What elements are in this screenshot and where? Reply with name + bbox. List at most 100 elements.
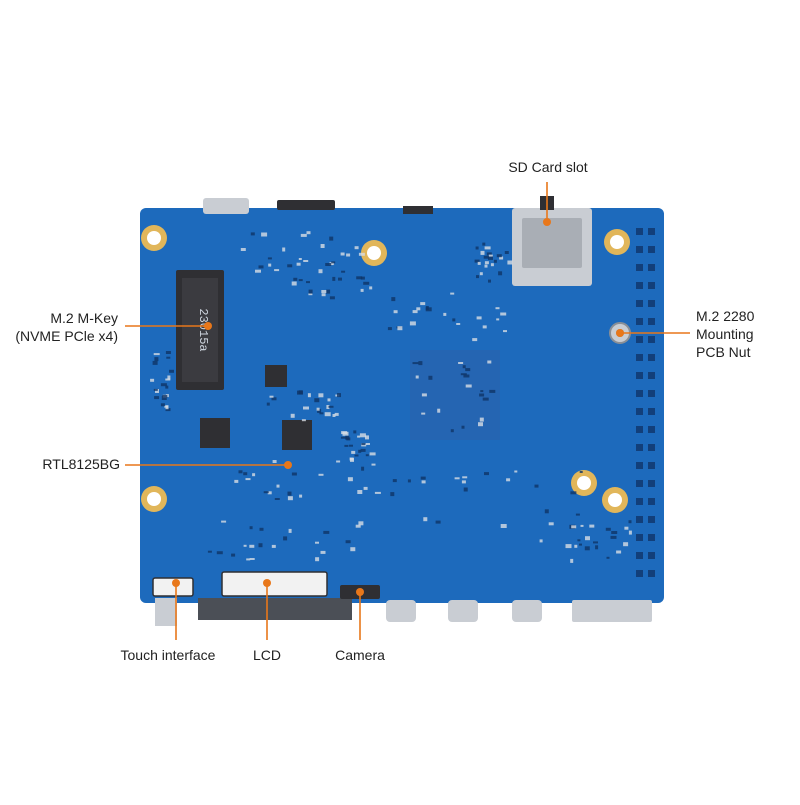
gpio-pad [648, 570, 655, 577]
smd-part [496, 318, 500, 321]
smd-part [301, 419, 306, 422]
smd-part [165, 385, 169, 389]
smd-part [252, 473, 256, 477]
smd-part [342, 431, 349, 436]
smd-part [496, 254, 502, 258]
smd-part [479, 393, 485, 397]
gpio-pad [648, 336, 655, 343]
gpio-pad [636, 408, 643, 415]
smd-part [623, 542, 629, 547]
smd-part [484, 264, 488, 268]
smd-part [298, 279, 303, 282]
audio-jack-2 [448, 600, 478, 622]
smd-part [154, 396, 160, 400]
smd-part [332, 414, 336, 417]
smd-part [243, 472, 248, 476]
smd-part [350, 547, 356, 552]
gpio-pad [648, 318, 655, 325]
smd-part [283, 536, 288, 541]
smd-part [605, 527, 611, 531]
smd-part [255, 269, 261, 273]
smd-part [315, 541, 319, 544]
smd-part [507, 260, 513, 265]
gpio-pad [648, 426, 655, 433]
smd-part [478, 422, 483, 427]
smd-part [359, 433, 366, 438]
smd-part [479, 417, 484, 422]
smd-part [452, 318, 456, 322]
smd-part [570, 558, 574, 563]
smd-part [365, 435, 369, 440]
smd-part [428, 375, 433, 380]
smd-part [287, 491, 292, 496]
smd-part [593, 541, 598, 544]
leader-dot-rtl [284, 461, 292, 469]
smd-part [266, 402, 270, 406]
smd-part [421, 393, 427, 397]
label-m2-nut: M.2 2280 Mounting PCB Nut [696, 308, 755, 360]
smd-part [221, 520, 227, 523]
smd-part [437, 408, 441, 413]
smd-part [374, 491, 381, 494]
smd-part [465, 384, 472, 388]
smd-part [300, 233, 307, 237]
smd-part [161, 396, 167, 400]
smd-part [456, 323, 461, 325]
smd-part [628, 530, 632, 535]
smd-part [435, 520, 441, 524]
gpio-pad [636, 426, 643, 433]
smd-part [544, 509, 549, 514]
smd-part [258, 543, 263, 548]
smd-part [272, 460, 277, 463]
smd-part [329, 236, 334, 241]
smd-part [358, 449, 362, 453]
smd-part [261, 232, 268, 237]
gpio-pad [648, 264, 655, 271]
smd-part [340, 252, 345, 256]
smd-part [361, 443, 366, 446]
smd-part [420, 476, 426, 480]
smd-part [360, 448, 366, 452]
gpio-pad [636, 264, 643, 271]
gpio-pad [648, 498, 655, 505]
smd-part [465, 368, 471, 372]
smd-part [482, 325, 487, 329]
smd-part [166, 356, 171, 359]
smd-part [306, 231, 311, 235]
smd-part [624, 526, 629, 530]
smd-part [298, 390, 303, 395]
smd-part [318, 393, 324, 398]
smd-part [162, 394, 168, 398]
leader-dot-nut [616, 329, 624, 337]
gpio-pad [648, 228, 655, 235]
label-camera: Camera [335, 647, 385, 663]
smd-part [249, 544, 255, 548]
usb-port [572, 600, 652, 622]
smd-part [356, 276, 363, 280]
gpio-pad [636, 570, 643, 577]
gpio-pad [636, 228, 643, 235]
smd-part [357, 435, 361, 438]
smd-part [585, 536, 590, 541]
smd-part [580, 524, 584, 527]
smd-part [565, 544, 572, 549]
smd-part [490, 263, 494, 267]
smd-part [316, 407, 320, 411]
smd-part [165, 408, 171, 412]
smd-part [299, 494, 303, 498]
smd-part [504, 251, 509, 254]
smd-part [315, 557, 320, 562]
smd-part [499, 256, 504, 260]
smd-part [361, 466, 365, 471]
gpio-pad [636, 498, 643, 505]
gpio-pad [636, 444, 643, 451]
smd-part [314, 398, 320, 403]
smd-part [325, 263, 332, 266]
pcb-board [140, 208, 664, 603]
smd-part [420, 302, 426, 306]
smd-part [271, 544, 276, 548]
leader-dot-lcd [263, 579, 271, 587]
smd-part [258, 265, 264, 269]
smd-part [165, 394, 169, 398]
